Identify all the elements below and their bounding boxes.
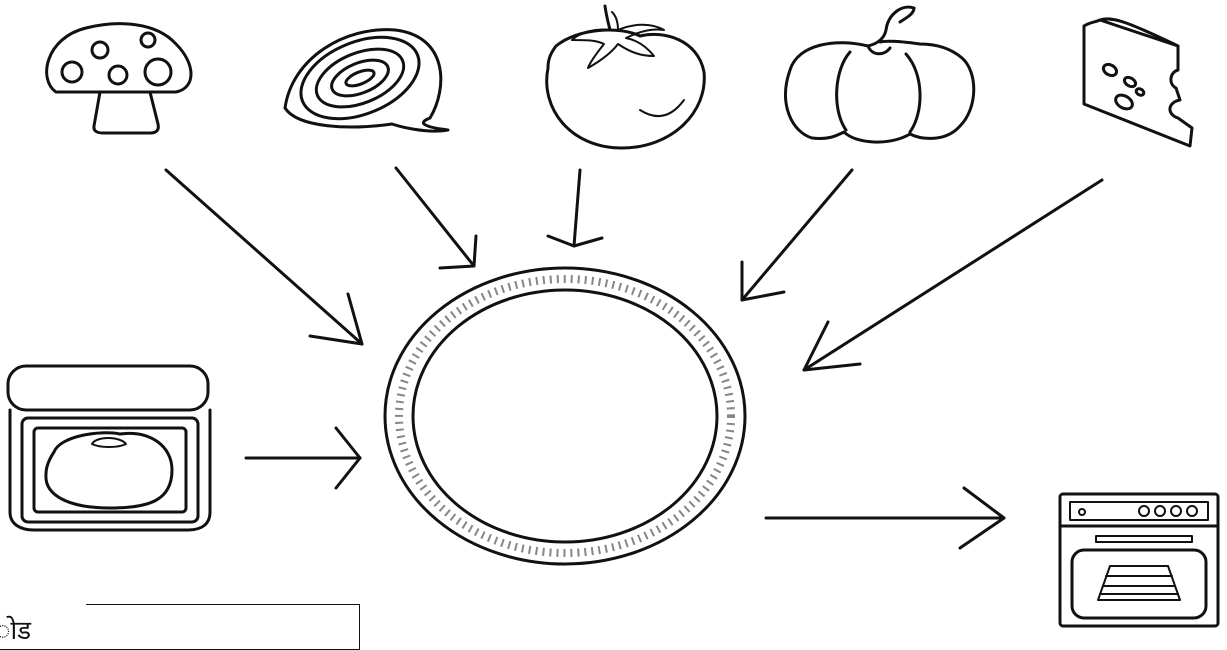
answer-box-gap xyxy=(0,603,86,606)
cheese-icon xyxy=(1084,19,1192,146)
arrow-onion-to-base xyxy=(396,168,476,268)
bell-pepper-icon xyxy=(786,7,974,142)
tomato-icon xyxy=(547,6,705,148)
onion-icon xyxy=(285,21,448,134)
sauce-jar-icon xyxy=(8,366,210,530)
arrow-pepper-to-base xyxy=(742,170,852,300)
arrow-cheese-to-base xyxy=(804,180,1102,370)
arrow-tomato-to-base xyxy=(548,170,602,246)
pizza-base-icon xyxy=(385,268,745,564)
oven-icon xyxy=(1060,494,1218,626)
arrow-sauce-to-base xyxy=(246,428,360,488)
arrows xyxy=(166,168,1102,548)
mushroom-icon xyxy=(47,24,191,133)
arrow-base-to-oven xyxy=(766,488,1004,548)
arrow-mushroom-to-base xyxy=(166,170,362,344)
answer-box[interactable]: ोड xyxy=(0,604,360,650)
